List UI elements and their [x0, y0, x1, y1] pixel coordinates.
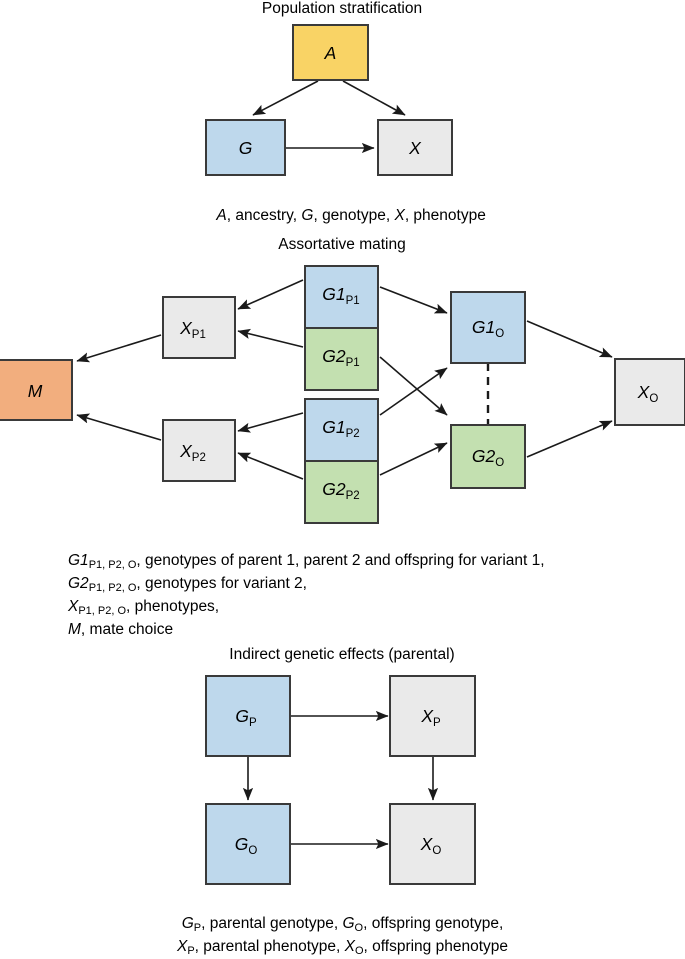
node-G1O-box[interactable]	[450, 291, 526, 364]
node-GP-box[interactable]	[205, 675, 291, 757]
panel-2-title: Assortative mating	[278, 236, 406, 253]
node-XP-label: XP	[420, 706, 441, 729]
node-XP1-label: XP1	[179, 318, 206, 341]
panel-assortative-mating: Assortative mating M XP1	[0, 236, 685, 524]
edge-A-to-X	[342, 80, 406, 116]
edge-G2P1-to-G2O	[379, 356, 448, 416]
edge-G1P2-to-G1O	[379, 367, 448, 416]
node-G1O-label: G1O	[472, 317, 504, 340]
node-X-label: X	[408, 138, 422, 158]
caption-population-stratification: A, ancestry, G, genotype, X, phenotype	[216, 207, 486, 224]
node-G2O[interactable]: G2O	[450, 424, 526, 489]
node-GP[interactable]: GP	[205, 675, 291, 757]
node-G2O-label: G2O	[472, 446, 504, 469]
node-XO-box[interactable]	[614, 358, 685, 426]
node-A-box[interactable]	[292, 24, 369, 81]
node-XO-label: XO	[637, 382, 659, 405]
node-XP2-label: XP2	[179, 441, 206, 464]
node-X[interactable]: X	[377, 119, 453, 176]
node-G2O-box[interactable]	[450, 424, 526, 489]
panel-3-title: Indirect genetic effects (parental)	[229, 646, 454, 663]
panel-1-title: Population stratification	[262, 0, 422, 17]
node-XO-p3-box[interactable]	[389, 803, 476, 885]
edge-G2P1-to-XP1	[237, 328, 304, 348]
edge-XP1-to-M	[76, 334, 162, 363]
node-XP1[interactable]: XP1	[162, 296, 236, 359]
edge-G1P2-to-XP2	[237, 412, 304, 433]
node-G2P1-box[interactable]	[304, 327, 379, 391]
node-XO-p3[interactable]: XO	[389, 803, 476, 885]
edge-G1O-to-XO	[526, 320, 613, 358]
node-GO-box[interactable]	[205, 803, 291, 885]
node-G1P2-label: G1P2	[322, 417, 359, 440]
caption-assortative-mating: G1P1, P2, O, genotypes of parent 1, pare…	[68, 552, 545, 638]
edge-G1P1-to-G1O	[379, 286, 448, 314]
node-M[interactable]: M	[0, 359, 73, 421]
panel-population-stratification: Population stratification A G X	[205, 0, 453, 176]
edge-G2O-to-XO	[526, 420, 613, 458]
node-G1P1-label: G1P1	[322, 284, 359, 307]
edge-XP2-to-M	[76, 413, 162, 441]
edge-G2P2-to-G2O	[379, 442, 448, 476]
node-G-label: G	[239, 138, 253, 158]
node-G1P1-box[interactable]	[304, 265, 379, 329]
node-XP[interactable]: XP	[389, 675, 476, 757]
panel-indirect-genetic-effects: Indirect genetic effects (parental) GP X…	[205, 646, 476, 885]
node-G1P2-box[interactable]	[304, 398, 379, 462]
node-G2P1-label: G2P1	[322, 346, 359, 369]
node-GO-label: GO	[235, 834, 258, 857]
node-XO-p3-label: XO	[420, 834, 442, 857]
node-G1P2[interactable]: G1P2	[304, 398, 379, 462]
edge-A-to-G	[252, 80, 319, 116]
node-XP2[interactable]: XP2	[162, 419, 236, 482]
node-A[interactable]: A	[292, 24, 369, 81]
node-XO[interactable]: XO	[614, 358, 685, 426]
node-X-box[interactable]	[377, 119, 453, 176]
edge-G2P2-to-XP2	[237, 452, 304, 480]
node-G2P2-label: G2P2	[322, 479, 359, 502]
node-XP2-box[interactable]	[162, 419, 236, 482]
node-XP1-box[interactable]	[162, 296, 236, 359]
node-M-box[interactable]	[0, 359, 73, 421]
node-G[interactable]: G	[205, 119, 286, 176]
node-G1O[interactable]: G1O	[450, 291, 526, 364]
node-G-box[interactable]	[205, 119, 286, 176]
node-GO[interactable]: GO	[205, 803, 291, 885]
node-A-label: A	[324, 43, 337, 63]
node-XP-box[interactable]	[389, 675, 476, 757]
node-G2P2-box[interactable]	[304, 460, 379, 524]
node-M-label: M	[28, 381, 43, 401]
node-G2P2[interactable]: G2P2	[304, 460, 379, 524]
caption-indirect-genetic-effects: GP, parental genotype, GO, offspring gen…	[176, 915, 509, 957]
node-GP-label: GP	[235, 706, 257, 729]
edge-G1P1-to-XP1	[237, 279, 304, 310]
node-G1P1[interactable]: G1P1	[304, 265, 379, 329]
node-G2P1[interactable]: G2P1	[304, 327, 379, 391]
